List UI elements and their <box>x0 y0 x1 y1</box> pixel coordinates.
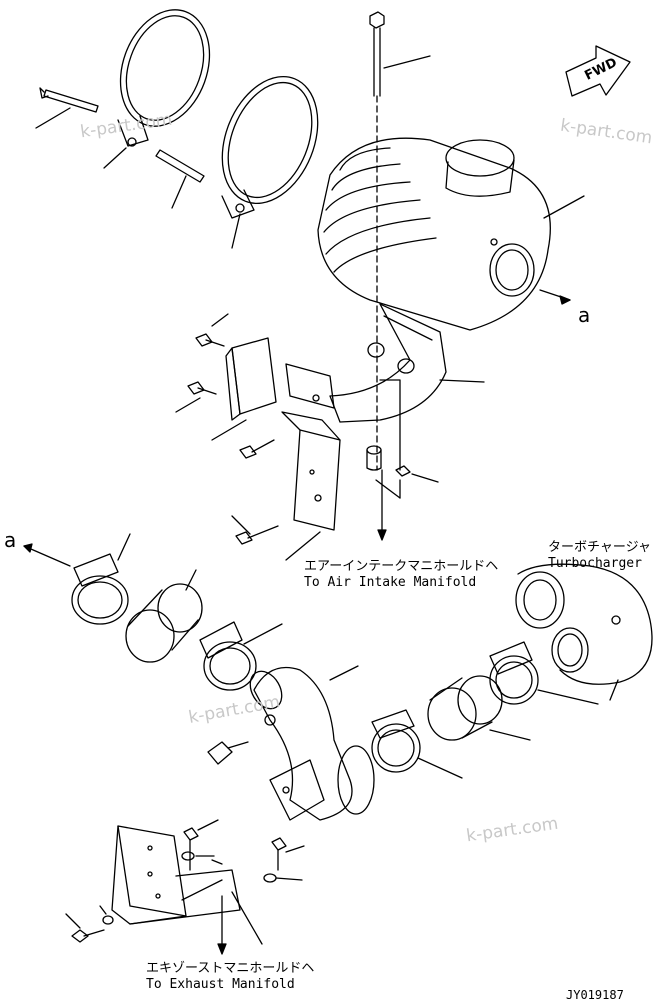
turbocharger <box>515 563 653 701</box>
band-clamp-upper-right <box>221 75 319 219</box>
long-through-bolt <box>369 11 431 471</box>
vertical-support-bracket <box>231 411 341 561</box>
hose-clamp-middle <box>199 621 283 691</box>
mounting-plate <box>211 337 277 459</box>
view-a-arrow-left <box>23 543 71 567</box>
view-marker-a-left: a <box>4 528 17 552</box>
band-clamp-upper-left <box>117 9 211 147</box>
hose-clamp-right-lower <box>371 709 463 779</box>
air-cleaner-assembly <box>317 137 585 331</box>
air-intake-label-jp: エアーインテークマニホールドヘ <box>304 559 499 574</box>
rubber-hose-left <box>125 569 203 663</box>
drawing-code: JY019187 <box>566 988 624 1002</box>
hose-clamp-right-upper <box>489 641 599 705</box>
lower-bolts-and-washers <box>65 819 305 955</box>
lower-l-bracket <box>111 825 241 925</box>
elbow-bolt <box>207 714 276 765</box>
rubber-hose-right <box>427 675 531 741</box>
exhaust-label-en: To Exhaust Manifold <box>146 977 295 992</box>
exhaust-label-jp: エキゾーストマニホールドヘ <box>146 961 315 976</box>
hose-clamp-left <box>71 533 131 625</box>
spacer-collar <box>366 445 439 541</box>
saddle-mount-bracket <box>285 303 485 471</box>
clamp-bolt-1 <box>35 87 99 129</box>
bracket-bolts-upper <box>175 313 229 413</box>
clamp-bolt-2 <box>103 147 241 249</box>
turbocharger-label-jp: ターボチャージャ <box>548 540 651 555</box>
turbocharger-label-en: Turbocharger <box>548 556 642 571</box>
fwd-direction-arrow <box>565 45 631 97</box>
air-intake-label-en: To Air Intake Manifold <box>304 575 477 590</box>
view-marker-a-top: a <box>578 303 591 327</box>
elbow-pipe <box>249 665 375 821</box>
